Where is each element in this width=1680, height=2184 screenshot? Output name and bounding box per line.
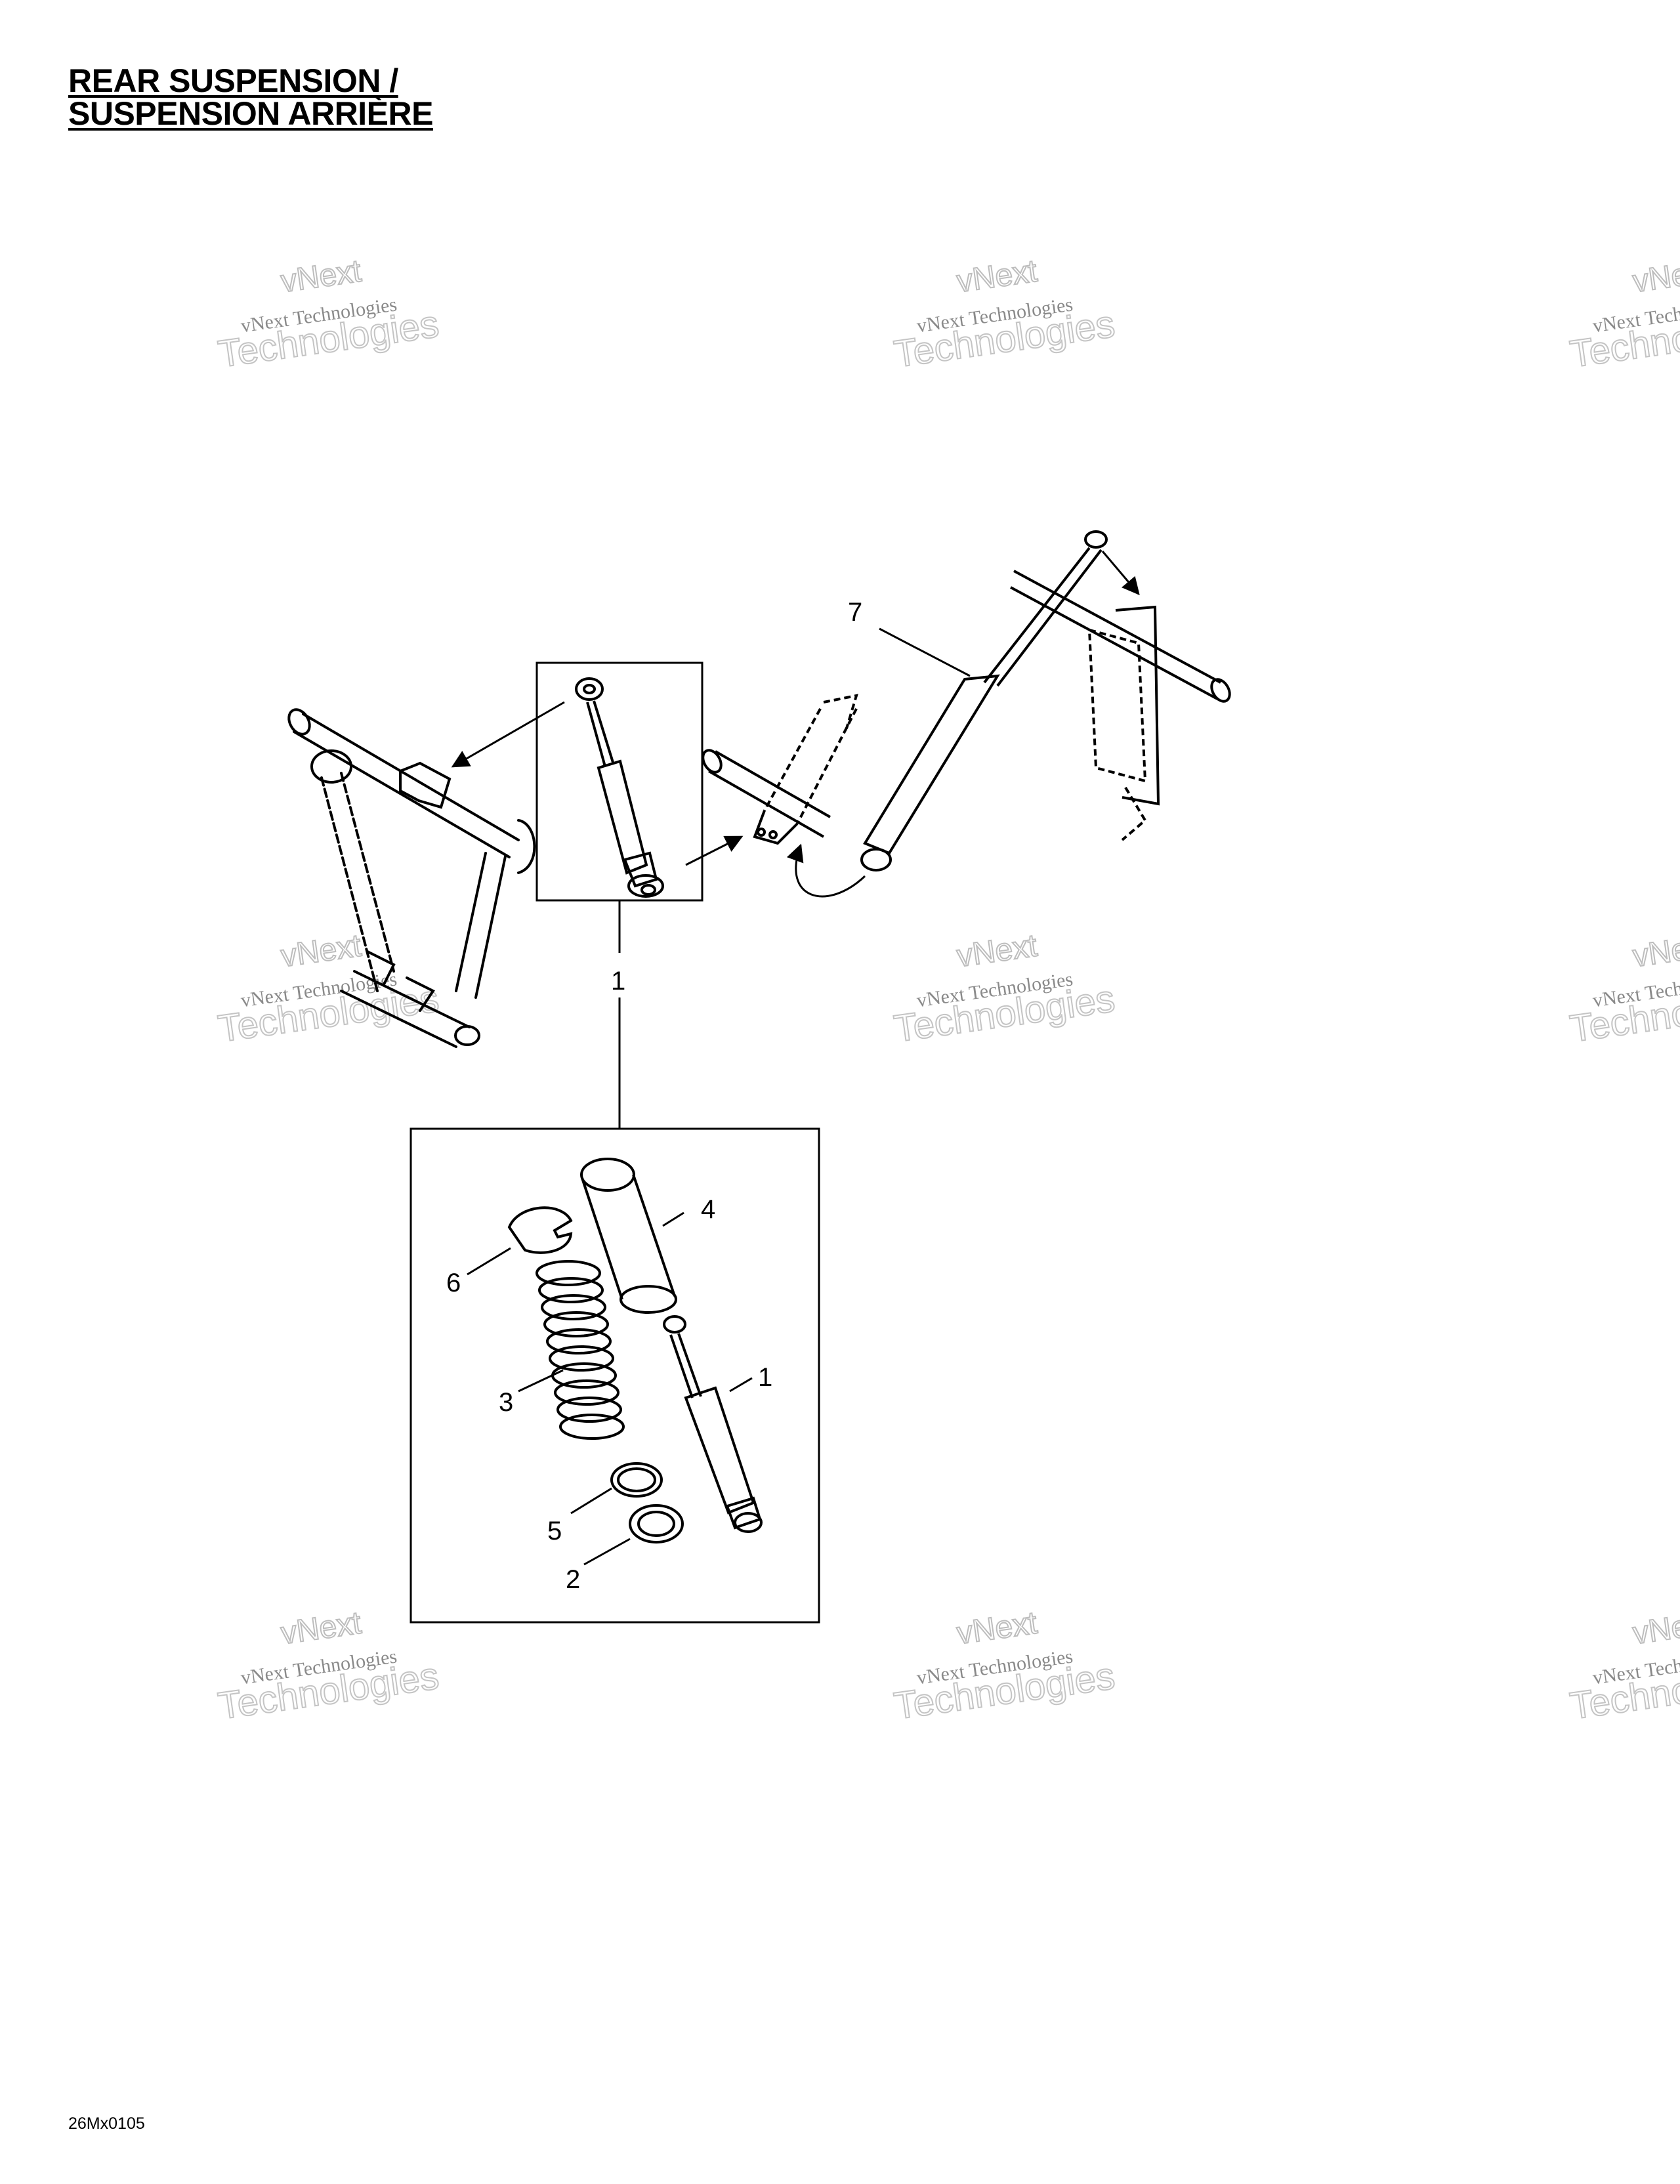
shock-callout-box	[536, 662, 704, 902]
callout-7: 7	[848, 598, 862, 627]
watermark-layer: vNext vNext Technologies Technologies vN…	[215, 253, 1680, 1729]
svg-text:vNext: vNext	[1631, 254, 1680, 300]
callout-5: 5	[547, 1517, 562, 1545]
arrow-to-rear-bracket	[1101, 551, 1140, 596]
exploded-view-box	[410, 1127, 820, 1624]
part-3-spring	[536, 1260, 625, 1440]
rear-bracket-illustration	[1010, 570, 1231, 841]
watermark: vNext vNext Technologies Technologies	[215, 1605, 442, 1729]
part-4-boot	[580, 1158, 677, 1314]
rear-frame-illustration	[287, 708, 536, 1048]
watermark: vNext vNext Technologies Technologies	[1566, 1605, 1680, 1729]
arrow-shock-to-bracket	[685, 835, 744, 866]
watermark: vNext vNext Technologies Technologies	[1566, 253, 1680, 377]
title-french: SUSPENSION ARRIÈRE	[68, 95, 433, 132]
part-1-shock-body	[663, 1315, 763, 1533]
part-2-washer	[629, 1504, 684, 1544]
swing-arm-bracket-illustration	[702, 694, 858, 845]
part-5-ring	[610, 1462, 663, 1498]
callout-leader-7	[879, 627, 971, 677]
callout-2: 2	[566, 1565, 580, 1594]
watermark: vNext vNext Technologies Technologies	[215, 253, 442, 377]
watermark: vNext vNext Technologies Technologies	[215, 928, 442, 1051]
title-english: REAR SUSPENSION /	[68, 62, 398, 99]
svg-text:vNext: vNext	[279, 254, 364, 300]
watermark: vNext vNext Technologies Technologies	[891, 253, 1118, 377]
arrow-curved-to-bracket	[786, 843, 866, 898]
callout-6: 6	[446, 1269, 461, 1297]
svg-text:vNext: vNext	[1631, 929, 1680, 975]
callout-3: 3	[499, 1388, 513, 1417]
svg-text:vNext: vNext	[955, 254, 1040, 300]
shock-absorber-small-illustration	[575, 677, 664, 898]
svg-text:vNext: vNext	[955, 929, 1040, 975]
figure-code: 26Mx0105	[68, 2114, 145, 2133]
svg-text:vNext: vNext	[1631, 1606, 1680, 1652]
watermark: vNext vNext Technologies Technologies	[1566, 928, 1680, 1051]
page-title: REAR SUSPENSION / SUSPENSION ARRIÈRE	[68, 64, 433, 130]
part-6-spring-seat	[507, 1206, 573, 1254]
arrow-shock-to-frame	[451, 701, 565, 768]
callout-1-detail: 1	[758, 1363, 772, 1392]
svg-text:vNext: vNext	[279, 1606, 364, 1652]
long-shock-illustration	[860, 530, 1108, 872]
callout-1-main: 1	[611, 967, 625, 996]
callout-leaders	[467, 1211, 753, 1566]
callout-4: 4	[701, 1195, 715, 1224]
watermark: vNext vNext Technologies Technologies	[891, 1605, 1118, 1729]
svg-text:vNext: vNext	[279, 929, 364, 975]
watermark: vNext vNext Technologies Technologies	[891, 928, 1118, 1051]
svg-text:vNext: vNext	[955, 1606, 1040, 1652]
